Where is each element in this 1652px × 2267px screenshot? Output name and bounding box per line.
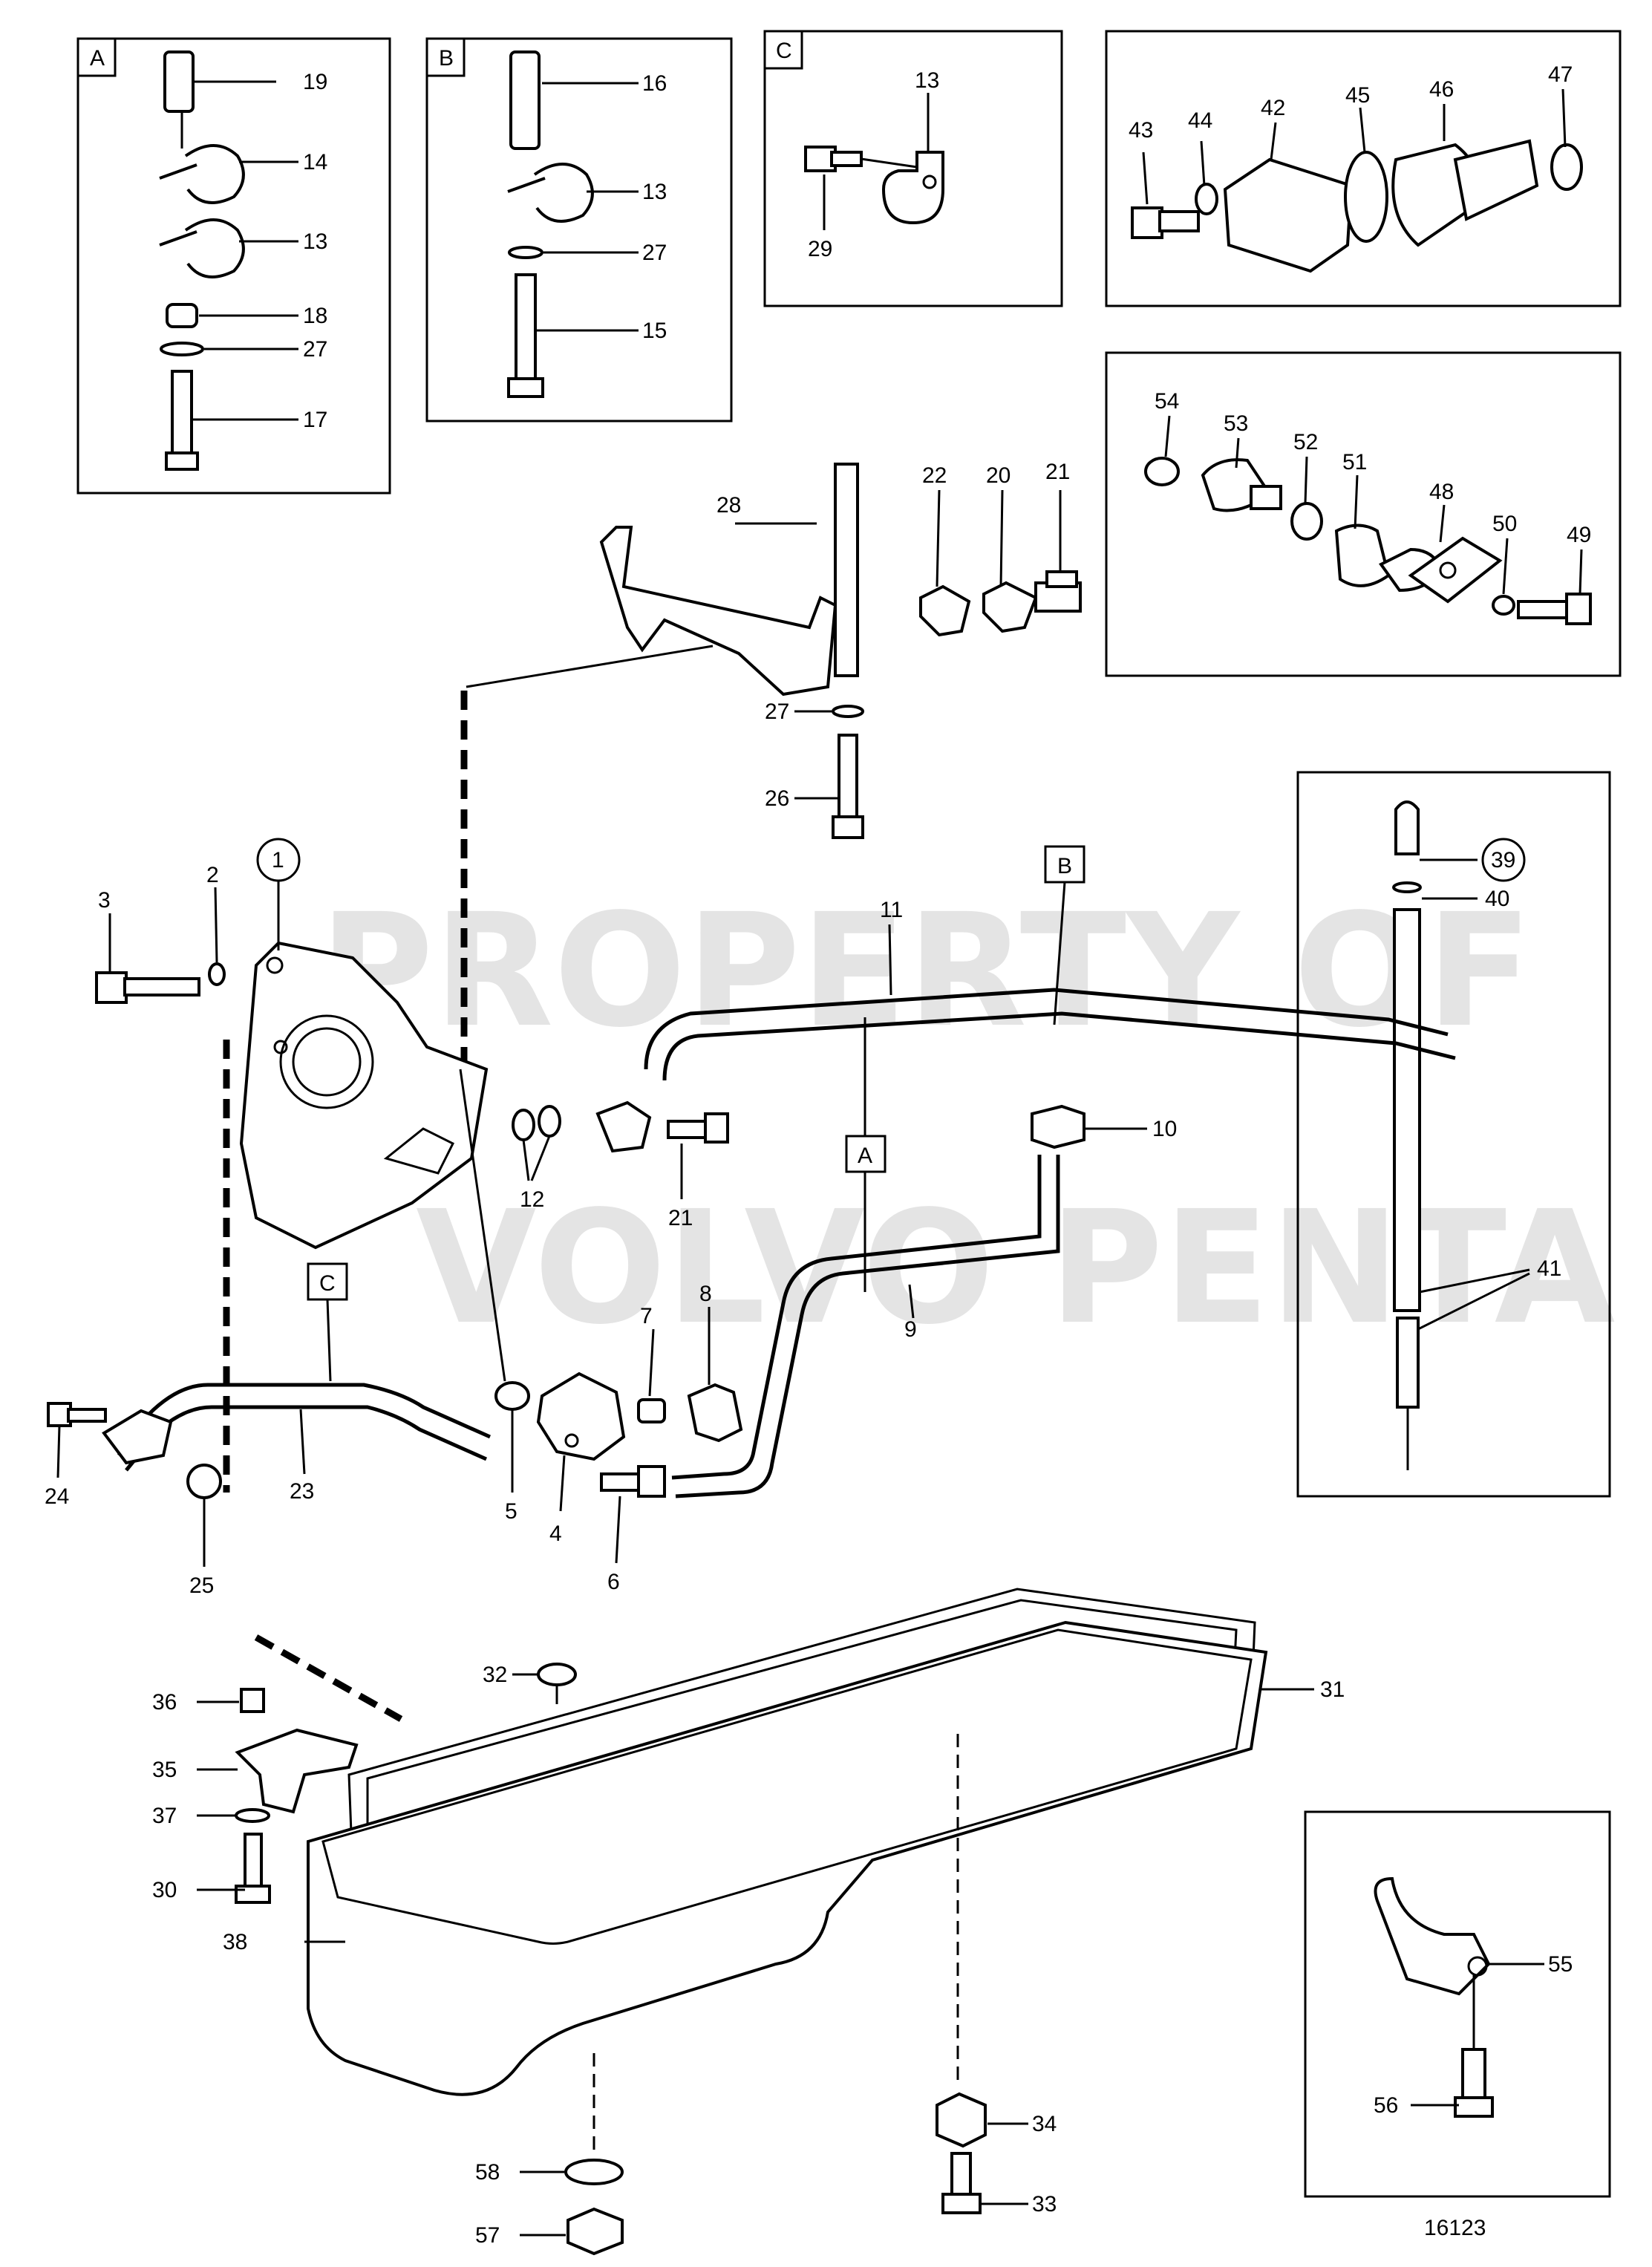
label-33: 33 — [1032, 2192, 1057, 2217]
label-47: 47 — [1548, 62, 1573, 87]
label-23: 23 — [290, 1479, 314, 1504]
label-36: 35 — [152, 1758, 177, 1782]
label-25: 25 — [189, 1573, 214, 1598]
label-58: 58 — [475, 2160, 500, 2185]
label-49: 49 — [1567, 523, 1591, 547]
inset-dipstick: 39 40 41 — [1296, 771, 1611, 1498]
callout-a-tag: A — [858, 1144, 872, 1168]
label-40: 40 — [1485, 887, 1509, 911]
label-52: 52 — [1293, 430, 1318, 454]
inset-b: B 16 13 27 15 — [425, 37, 733, 423]
label-5: 5 — [505, 1499, 518, 1524]
label-11: 11 — [880, 898, 903, 922]
label-56: 56 — [1374, 2093, 1398, 2118]
label-3: 3 — [98, 888, 111, 913]
label-29: 29 — [808, 237, 832, 261]
label-32: 32 — [483, 1663, 507, 1687]
label-13: 13 — [303, 229, 327, 254]
label-28: 28 — [716, 493, 741, 518]
label-43: 43 — [1129, 118, 1153, 143]
inset-b-tag: B — [439, 46, 454, 71]
label-22: 22 — [922, 463, 947, 488]
watermark-line1: PROPERTY OF — [319, 880, 1532, 1062]
label-15: 15 — [642, 319, 667, 343]
label-55: 55 — [1548, 1952, 1573, 1977]
label-17: 17 — [303, 408, 327, 432]
inset-a-tag: A — [90, 46, 105, 71]
inset-c-tag: C — [776, 39, 792, 63]
label-27: 27 — [642, 241, 667, 265]
callout-b-tag: B — [1057, 854, 1072, 878]
label-27: 27 — [765, 699, 789, 724]
inset-c: C 13 29 — [763, 30, 1063, 307]
label-20: 20 — [986, 463, 1011, 488]
label-9: 9 — [904, 1317, 917, 1342]
main-assembly: 28 22 20 21 27 26 1 — [45, 460, 1456, 2256]
label-57: 57 — [475, 2223, 500, 2248]
label-16: 16 — [642, 71, 667, 96]
label-41: 41 — [1537, 1256, 1561, 1281]
label-10: 10 — [1152, 1117, 1177, 1141]
label-39: 39 — [1491, 848, 1515, 872]
label-21: 21 — [1045, 460, 1070, 484]
label-27: 27 — [303, 337, 327, 362]
label-13: 13 — [915, 68, 939, 93]
label-30: 38 — [223, 1930, 247, 1954]
label-48: 48 — [1429, 480, 1454, 504]
label-44: 44 — [1188, 108, 1212, 133]
label-4: 4 — [549, 1521, 562, 1546]
inset-drain: 55 56 — [1304, 1810, 1611, 2198]
label-19: 19 — [303, 70, 327, 94]
watermark-line2: VOLVO PENTA — [416, 1177, 1615, 1359]
label-38: 36 — [152, 1690, 177, 1715]
label-26: 26 — [765, 786, 789, 811]
figure-number: 16123 — [1424, 2216, 1486, 2240]
callout-c-tag: C — [319, 1271, 336, 1296]
label-34: 34 — [1032, 2112, 1057, 2136]
label-35: 37 — [152, 1804, 177, 1828]
label-45: 45 — [1345, 83, 1370, 108]
label-53: 53 — [1224, 411, 1248, 436]
label-18: 18 — [303, 304, 327, 328]
label-6: 6 — [607, 1570, 620, 1594]
label-42: 42 — [1261, 96, 1285, 120]
inset-relief-valve: 54 53 52 51 48 50 49 — [1105, 351, 1622, 677]
label-37: 30 — [152, 1878, 177, 1902]
label-13: 13 — [642, 180, 667, 204]
inset-valve: 43 44 42 45 46 47 — [1105, 30, 1622, 307]
label-46: 46 — [1429, 77, 1454, 102]
inset-a: A 19 14 13 18 27 17 — [76, 37, 391, 495]
label-21: 21 — [668, 1206, 693, 1230]
label-50: 50 — [1492, 512, 1517, 536]
label-12: 12 — [520, 1187, 544, 1212]
label-8: 8 — [699, 1282, 712, 1306]
label-31: 31 — [1320, 1677, 1345, 1702]
label-2: 2 — [206, 863, 219, 887]
label-24: 24 — [45, 1484, 69, 1509]
label-14: 14 — [303, 150, 327, 174]
label-7: 7 — [640, 1304, 653, 1328]
label-54: 54 — [1155, 389, 1179, 414]
label-51: 51 — [1342, 450, 1367, 474]
label-1: 1 — [272, 848, 284, 872]
